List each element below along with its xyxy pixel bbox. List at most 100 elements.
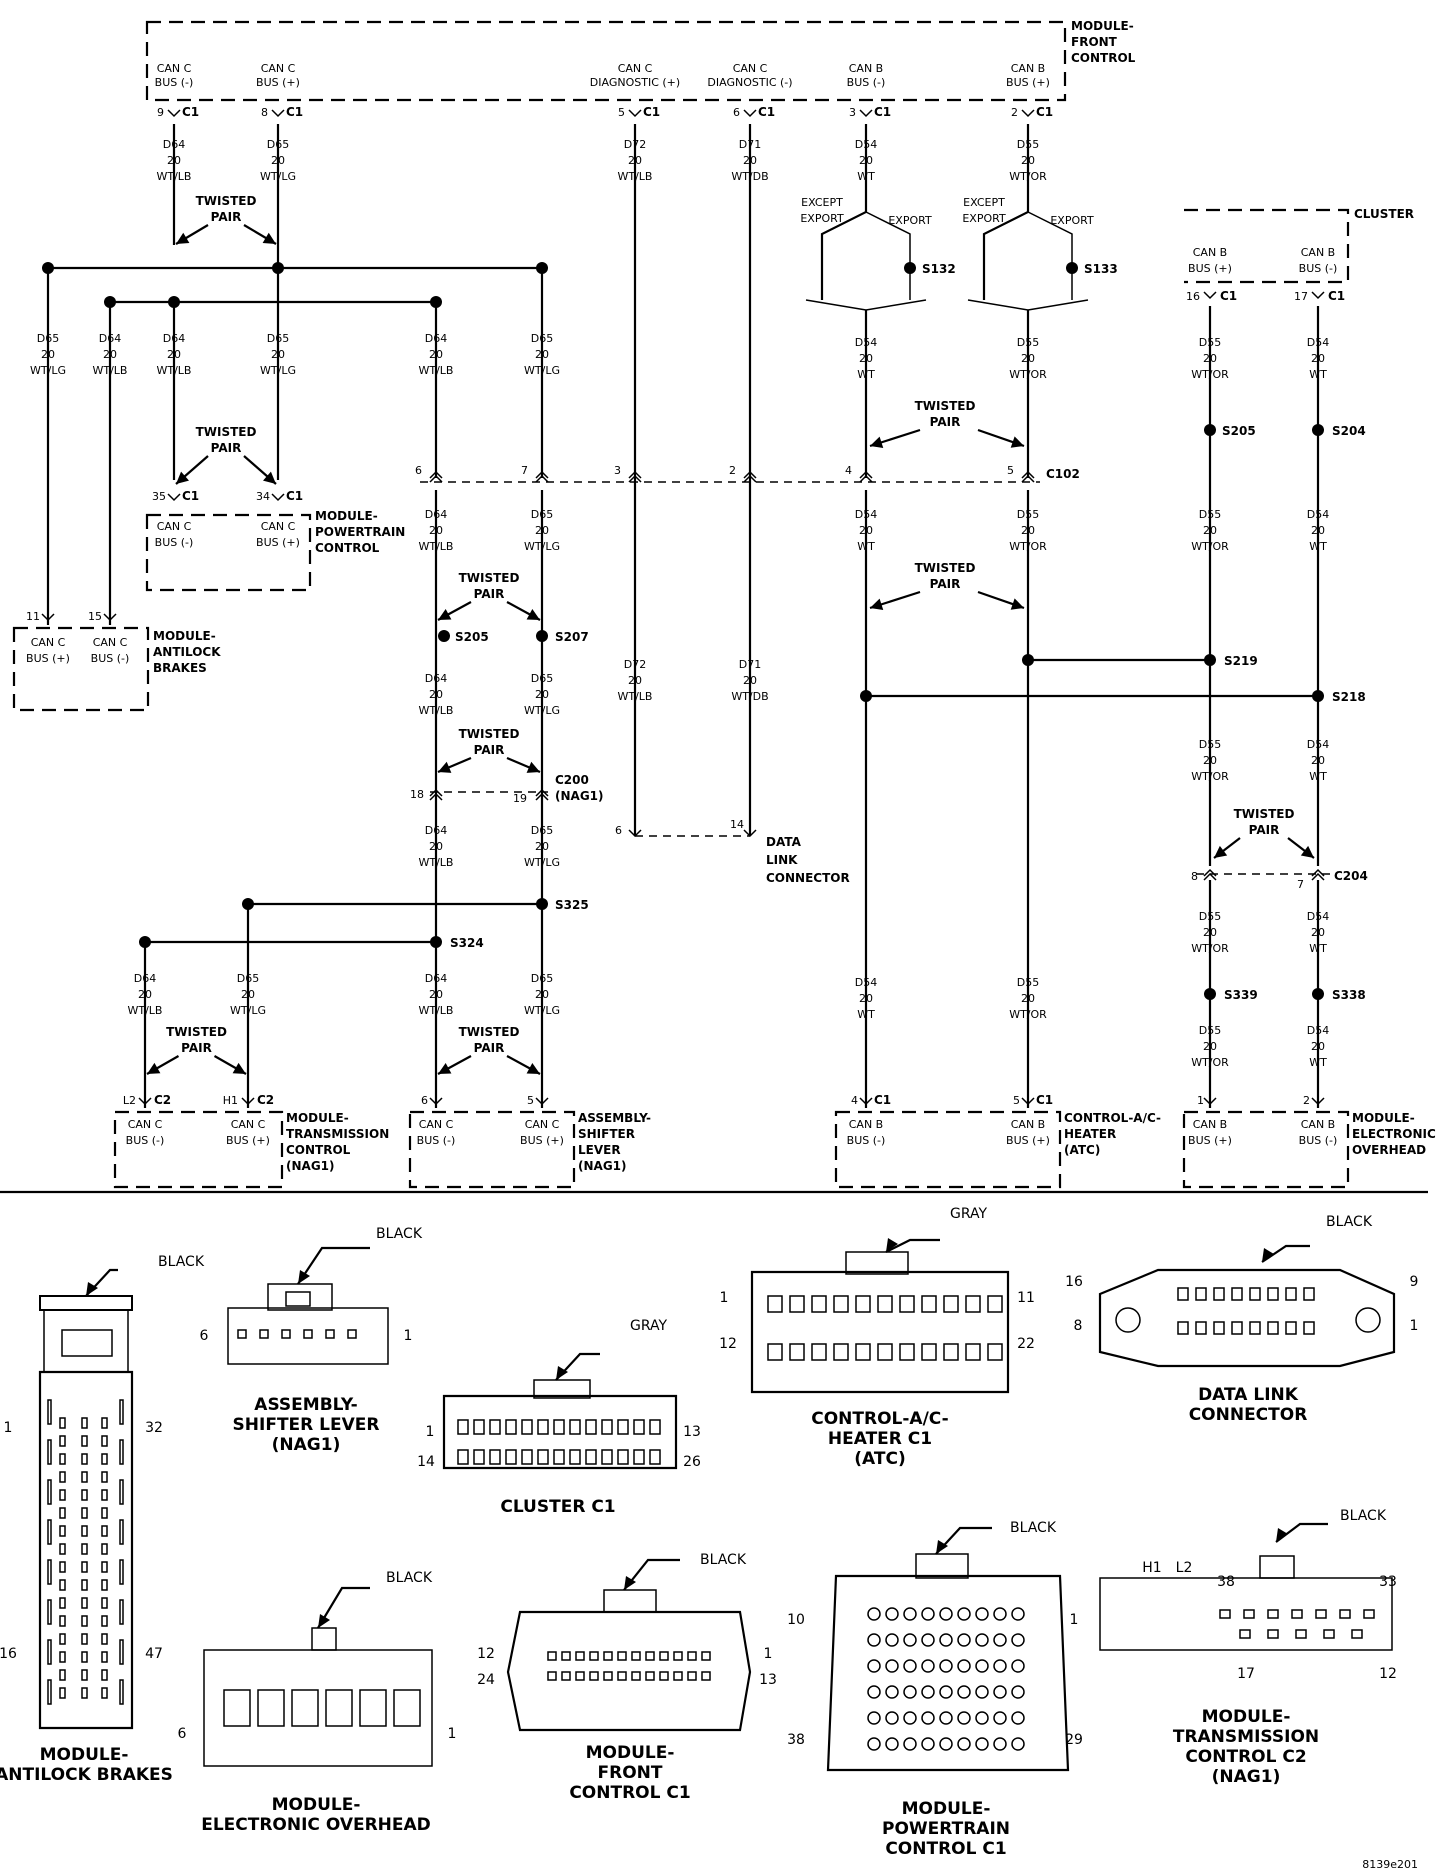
label: S204 [1332, 424, 1366, 438]
pcm-pin [867, 1711, 881, 1725]
abs-pin-slot [81, 1507, 88, 1519]
label: 6 [615, 824, 622, 837]
wire-label: WT [1309, 368, 1327, 381]
fcm-pin-symbol [628, 109, 642, 118]
module-antilock-title: BRAKES [153, 661, 207, 675]
label: S339 [1224, 988, 1258, 1002]
wire-label: D64 [425, 672, 447, 685]
pcm-pin [921, 1633, 935, 1647]
fcm-pin-symbol [1021, 109, 1035, 118]
twisted-pair-label: TWISTED [459, 571, 520, 585]
pcm-view-title: MODULE- [902, 1799, 991, 1819]
arrowhead [526, 1062, 540, 1074]
label: 1 [1410, 1318, 1419, 1334]
label: 8 [1074, 1318, 1083, 1334]
shifter-view-title: SHIFTER LEVER [233, 1415, 380, 1435]
abs-pin-slot [59, 1525, 66, 1537]
abs-pin-rail [47, 1559, 52, 1585]
pcm-pin [885, 1659, 899, 1673]
abs-pin-slot [59, 1651, 66, 1663]
pin-symbol [628, 829, 642, 838]
arrowhead [526, 608, 540, 620]
pin-symbol [271, 493, 285, 502]
label: 8 [1191, 870, 1198, 883]
wire-label: 20 [1203, 352, 1217, 365]
label: BUS (+) [1006, 1134, 1050, 1147]
splice-dot [904, 262, 916, 274]
arrowhead [1010, 436, 1024, 448]
overhead-pin-cavity [223, 1689, 251, 1727]
pcm-pin [993, 1737, 1007, 1751]
tcm-view-title: TRANSMISSION [1173, 1727, 1319, 1747]
splice-dot [430, 936, 442, 948]
fcm-pin [575, 1671, 585, 1681]
arrowhead [298, 1270, 310, 1284]
label: S207 [555, 630, 589, 644]
pin-symbol [1311, 1097, 1325, 1106]
connector-color-label: BLACK [158, 1254, 205, 1270]
abs-pin-slot [81, 1579, 88, 1591]
label: CAN B [1011, 1118, 1045, 1131]
arrowhead [147, 1062, 161, 1074]
arrowhead [624, 1576, 636, 1590]
pin-symbol [1203, 291, 1217, 300]
label: C2 [257, 1093, 274, 1107]
dlc-pin [1285, 1321, 1297, 1335]
hvac-pin [833, 1295, 849, 1313]
abs-pin-slot [101, 1687, 108, 1699]
pcm-view-title: POWERTRAIN [882, 1819, 1010, 1839]
label: 1 [404, 1328, 413, 1344]
pin-symbol [167, 493, 181, 502]
connector-color-label: BLACK [700, 1552, 747, 1568]
twisted-pair-label: TWISTED [196, 425, 257, 439]
wire-label: 20 [167, 348, 181, 361]
arrowhead [318, 1614, 330, 1628]
hvac-pin [965, 1295, 981, 1313]
wire-label: WT/LG [524, 540, 560, 553]
pcm-pin [1011, 1737, 1025, 1751]
abs-pin-slot [81, 1561, 88, 1573]
dlc-mount-hole [1115, 1307, 1141, 1333]
assembly-shifter-title: LEVER [578, 1143, 621, 1157]
tcm-pin [1363, 1609, 1375, 1619]
abs-pin-rail [119, 1599, 124, 1625]
label: 22 [1017, 1336, 1035, 1352]
arrowhead [1214, 845, 1228, 858]
tcm-pin [1295, 1629, 1307, 1639]
tcm-pin [1323, 1629, 1335, 1639]
twisted-pair-label: PAIR [1249, 823, 1280, 837]
pcm-pin [939, 1711, 953, 1725]
wire-path [865, 211, 911, 300]
abs-pin-slot [59, 1669, 66, 1681]
export-label: EXPORT [1050, 214, 1094, 227]
wire-label: 20 [535, 688, 549, 701]
pcm-pin [957, 1607, 971, 1621]
label: 6 [200, 1328, 209, 1344]
hvac-pin [921, 1343, 937, 1361]
fcm-pin [645, 1671, 655, 1681]
pcm-pin [1011, 1685, 1025, 1699]
pcm-bus-label: CAN C [157, 520, 192, 533]
pcm-pin [903, 1633, 917, 1647]
module-powertrain-title: MODULE- [315, 509, 378, 523]
abs-pin-slot [81, 1651, 88, 1663]
fcm-pin [561, 1671, 571, 1681]
hvac-pin [877, 1295, 893, 1313]
module-front-control-outline [145, 20, 1067, 102]
label: 2 [1303, 1094, 1310, 1107]
cluster-pin [489, 1419, 501, 1435]
abs-pin-slot [81, 1525, 88, 1537]
wire-label: 20 [1311, 352, 1325, 365]
connector-c102-label: C102 [1046, 467, 1080, 481]
pin-symbol [1311, 291, 1325, 300]
shifter-pin [325, 1329, 335, 1339]
pcm-pin [885, 1633, 899, 1647]
twisted-pair-label: PAIR [474, 587, 505, 601]
wire-path [1027, 211, 1073, 300]
pcm-pin [975, 1633, 989, 1647]
abs-pin-slot [101, 1669, 108, 1681]
abs-pin-slot [101, 1471, 108, 1483]
fcm-connector-id: C1 [182, 105, 199, 119]
wire-label: WT/LB [128, 1004, 163, 1017]
